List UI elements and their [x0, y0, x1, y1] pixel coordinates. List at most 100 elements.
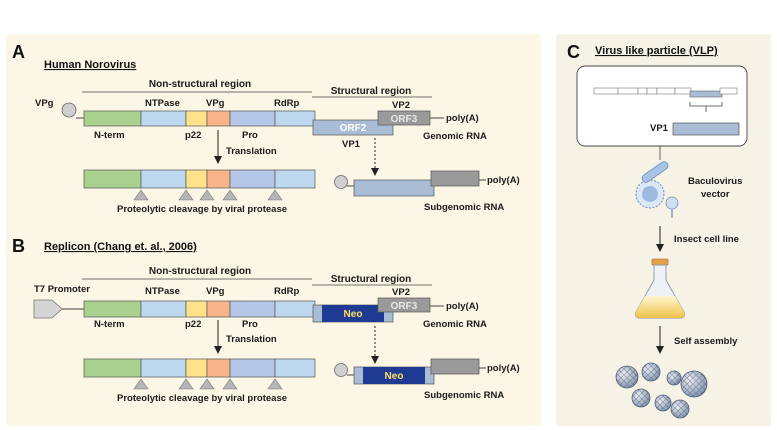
panel-a-sub-orf2 — [353, 179, 435, 197]
cleavage-triangle-icon — [267, 378, 283, 390]
mini-genome-seg — [719, 87, 738, 95]
panel-a-vpg-cap-label: VPg — [35, 98, 54, 109]
panel-b-nonstructural-label: Non-structural region — [149, 266, 251, 277]
panel-b-sub-neo-box — [363, 367, 425, 384]
panel-b-poly-ntpase — [140, 358, 187, 378]
panel-b-seg-nterm — [83, 300, 142, 318]
cleavage-triangle-icon — [133, 189, 149, 201]
panel-a-seg-nterm — [83, 110, 142, 127]
panel-b-t7-label: T7 Promoter — [34, 284, 90, 295]
panel-a-b-background — [6, 34, 541, 426]
cleavage-triangle-icon — [199, 189, 215, 201]
panel-a-structural-label: Structural region — [331, 86, 412, 97]
panel-a-ntpase-label: NTPase — [145, 98, 180, 109]
panel-b-letter: B — [12, 236, 25, 256]
vlp-particle-icon — [641, 362, 661, 382]
cleavage-triangle-icon — [178, 189, 194, 201]
panel-a-seg-orf2 — [312, 119, 394, 136]
panel-b-poly-vpg — [206, 358, 231, 378]
panel-c-letter: C — [567, 42, 580, 62]
panel-a-orf3-label: ORF3 — [391, 114, 418, 125]
cleavage-triangle-icon — [133, 378, 149, 390]
baculovirus-rod — [641, 161, 669, 183]
panel-a-seg-vpg — [206, 110, 231, 127]
panel-a-pro-label: Pro — [242, 130, 258, 141]
panel-b-poly-p22 — [185, 358, 208, 378]
vlp-particle-icon — [670, 399, 690, 419]
vlp-particle-icon — [631, 388, 651, 408]
cleavage-triangle-icon — [178, 378, 194, 390]
vpg-cap-circle — [61, 102, 77, 118]
panel-b-rdrp-label: RdRp — [274, 286, 300, 297]
panel-b-nterm-label: N-term — [94, 319, 125, 330]
flask-cap — [651, 258, 669, 266]
panel-a-sub-orf3 — [430, 170, 480, 187]
cleavage-triangle-icon — [222, 378, 238, 390]
vlp-particle-icon — [666, 370, 682, 386]
panel-b-polya: poly(A) — [446, 301, 479, 312]
panel-a-poly-ntpase — [140, 169, 187, 189]
cleavage-triangle-icon — [199, 378, 215, 390]
panel-b-sub-orf3 — [430, 358, 480, 375]
panel-a-poly-nterm — [83, 169, 142, 189]
mini-genome-orf2 — [689, 90, 723, 98]
panel-b-sub-polya: poly(A) — [487, 363, 520, 374]
panel-b-seg-vpg — [206, 300, 231, 318]
panel-b-vpg-label: VPg — [206, 286, 225, 297]
panel-c-title: Virus like particle (VLP) — [595, 45, 718, 57]
panel-a-subgenomic-rna: Subgenomic RNA — [424, 202, 504, 213]
panel-a-letter: A — [12, 42, 25, 62]
panel-b-subgenomic-rna: Subgenomic RNA — [424, 390, 504, 401]
panel-a-rdrp-label: RdRp — [274, 98, 300, 109]
panel-c-vp1-bracket — [689, 102, 723, 112]
panel-b-pro-label: Pro — [242, 319, 258, 330]
panel-c-baculovirus-label: Baculovirus — [688, 176, 742, 187]
panel-a-title: Human Norovirus — [44, 59, 136, 71]
panel-a-seg-ntpase — [140, 110, 187, 127]
vlp-particle-icon — [680, 370, 708, 398]
panel-c: C Virus like particle (VLP) VP1 Baculovi… — [567, 42, 748, 419]
panel-b-seg-p22 — [185, 300, 208, 318]
panel-a-cleavage-label: Proteolytic cleavage by viral protease — [117, 204, 287, 215]
panel-b-seg-pro — [229, 300, 276, 318]
panel-a-vpg-label: VPg — [206, 98, 225, 109]
panel-a-sub-polya: poly(A) — [487, 175, 520, 186]
panel-b: B Replicon (Chang et. al., 2006) Non-str… — [12, 236, 520, 404]
panel-c-mini-genome — [593, 87, 738, 98]
mini-genome-seg — [637, 87, 648, 95]
panel-a-translation-label: Translation — [226, 146, 277, 157]
mini-genome-seg — [617, 87, 639, 95]
panel-b-poly-rdrp — [274, 358, 316, 378]
panel-b-polyprotein — [83, 358, 316, 378]
baculovirus-core — [642, 186, 658, 202]
mini-genome-seg — [674, 87, 692, 95]
panel-a-sub-vpg-cap — [334, 175, 348, 189]
panel-a-nonstructural-label: Non-structural region — [149, 79, 251, 90]
panel-c-vector-label: vector — [701, 189, 730, 200]
panel-b-seg-orf3 — [377, 297, 431, 313]
panel-a-poly-p22 — [185, 169, 208, 189]
panel-b-vp2-label: VP2 — [392, 287, 410, 298]
baculovirus-icon — [635, 161, 679, 218]
panel-b-sub-vpg-cap — [334, 363, 348, 377]
panel-a-polya: poly(A) — [446, 113, 479, 124]
mini-genome-seg — [656, 87, 676, 95]
panel-b-genomic-rna: Genomic RNA — [423, 319, 487, 330]
panel-a-poly-pro — [229, 169, 276, 189]
vlp-particle-icon — [615, 365, 639, 389]
panel-a-seg-p22 — [185, 110, 208, 127]
panel-a-p22-label: p22 — [185, 130, 201, 141]
panel-c-assembly-label: Self assembly — [674, 336, 738, 347]
panel-a-seg-rdrp — [274, 110, 316, 127]
panel-b-p22-label: p22 — [185, 319, 201, 330]
panel-c-vp1-label: VP1 — [650, 123, 669, 134]
baculovirus-small — [665, 196, 679, 210]
panel-c-insect-label: Insect cell line — [674, 234, 739, 245]
panel-b-poly-nterm — [83, 358, 142, 378]
panel-a-seg-pro — [229, 110, 276, 127]
mini-genome-seg — [646, 87, 658, 95]
panel-b-title: Replicon (Chang et. al., 2006) — [44, 241, 197, 253]
panel-a-vp2-label: VP2 — [392, 100, 410, 111]
panel-b-seg-rdrp — [274, 300, 316, 318]
